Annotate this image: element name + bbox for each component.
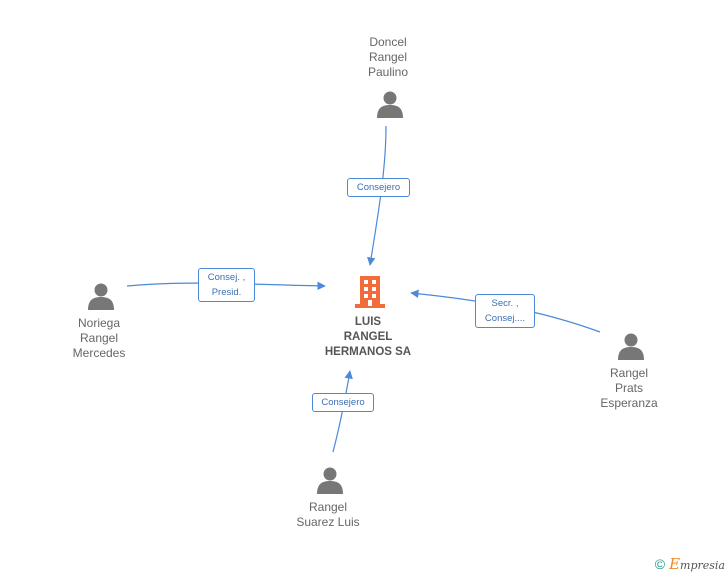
person-name-noriega[interactable]: Noriega Rangel Mercedes — [39, 316, 159, 361]
role-box-prats[interactable]: Secr. , Consej.... — [475, 294, 535, 328]
footer-brand: © Empresia — [655, 555, 725, 573]
role-box-doncel[interactable]: Consejero — [347, 178, 410, 197]
company-name-line: RANGEL — [343, 331, 393, 343]
role-label: Presid. — [211, 287, 242, 298]
name-line: Suarez Luis — [296, 515, 360, 529]
role-label: Consejero — [356, 182, 401, 193]
person-name-suarez[interactable]: Rangel Suarez Luis — [268, 500, 388, 530]
name-line: Noriega — [77, 316, 121, 330]
name-line: Rangel — [609, 366, 649, 380]
role-box-noriega[interactable]: Consej. , Presid. — [198, 268, 255, 302]
name-line: Paulino — [367, 65, 409, 79]
role-label: Consej. , — [207, 272, 246, 283]
person-name-doncel[interactable]: Doncel Rangel Paulino — [328, 35, 448, 80]
person-icon — [88, 283, 114, 310]
building-icon — [355, 276, 385, 308]
name-line: Rangel — [368, 50, 408, 64]
name-line: Rangel — [79, 331, 119, 345]
role-label: Secr. , — [491, 298, 519, 309]
brand-first-letter: E — [669, 555, 681, 573]
company-name[interactable]: LUIS RANGEL HERMANOS SA — [308, 315, 428, 360]
person-icon — [317, 467, 343, 494]
name-line: Mercedes — [72, 346, 126, 360]
person-icon — [377, 91, 403, 118]
brand-rest: mpresia — [680, 559, 725, 572]
person-name-prats[interactable]: Rangel Prats Esperanza — [569, 366, 689, 411]
role-label: Consej.... — [484, 313, 526, 324]
company-name-line: HERMANOS SA — [324, 346, 412, 358]
name-line: Esperanza — [600, 396, 658, 410]
copyright-symbol: © — [654, 556, 666, 572]
name-line: Rangel — [308, 500, 348, 514]
brand-logo[interactable]: Empresia — [669, 555, 725, 573]
role-box-suarez[interactable]: Consejero — [312, 393, 374, 412]
role-label: Consejero — [321, 397, 365, 408]
company-name-line: LUIS — [354, 316, 382, 328]
person-icon — [618, 333, 644, 360]
name-line: Prats — [614, 381, 643, 395]
name-line: Doncel — [369, 35, 407, 49]
edge-suarez-company — [332, 370, 353, 453]
